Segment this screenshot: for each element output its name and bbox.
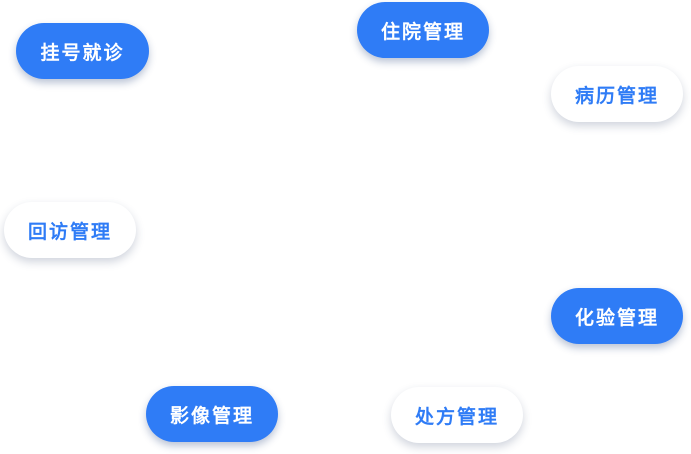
module-prescription-button[interactable]: 处方管理 — [391, 387, 523, 443]
module-inpatient-button[interactable]: 住院管理 — [357, 2, 489, 58]
module-follow-up-button[interactable]: 回访管理 — [4, 202, 136, 258]
module-label: 住院管理 — [380, 20, 465, 43]
module-registration-button[interactable]: 挂号就诊 — [16, 23, 149, 79]
module-imaging-button[interactable]: 影像管理 — [146, 386, 278, 442]
module-label: 化验管理 — [574, 306, 659, 329]
module-lab-tests-button[interactable]: 化验管理 — [551, 288, 683, 344]
module-label: 回访管理 — [27, 220, 112, 243]
module-medical-records-button[interactable]: 病历管理 — [551, 66, 683, 122]
module-label: 处方管理 — [414, 405, 499, 428]
module-label: 病历管理 — [574, 84, 659, 107]
module-label: 挂号就诊 — [40, 41, 125, 64]
module-label: 影像管理 — [169, 404, 254, 427]
